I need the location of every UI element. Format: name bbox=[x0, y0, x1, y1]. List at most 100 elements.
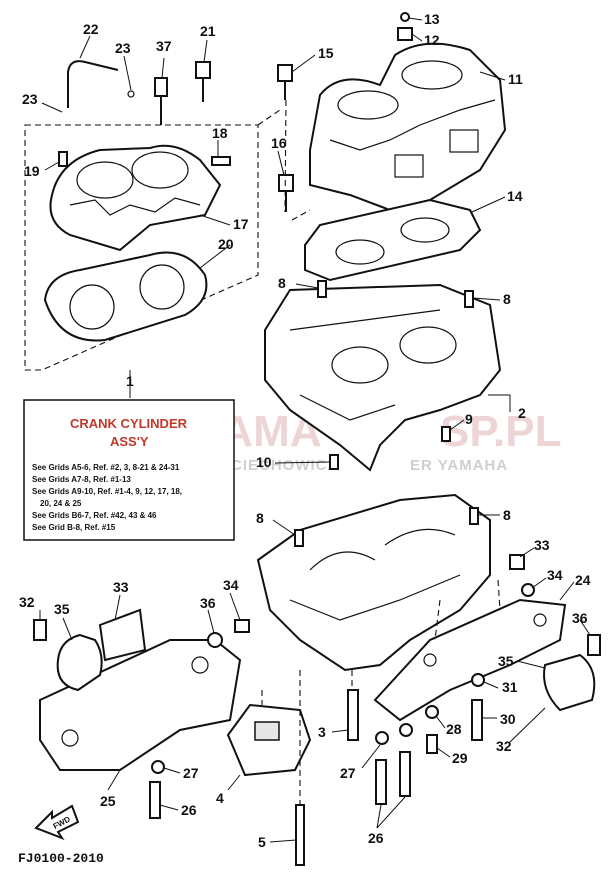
cylinder-bore-right bbox=[401, 60, 463, 90]
upper-crankcase-bore-left bbox=[331, 346, 389, 384]
rubber-mount-32-left bbox=[56, 633, 103, 692]
callout-11: 11 bbox=[508, 71, 523, 87]
leader-26-right bbox=[376, 796, 406, 829]
callout-8-b: 8 bbox=[503, 291, 511, 307]
leader-13 bbox=[408, 17, 423, 21]
callout-24: 24 bbox=[575, 572, 591, 588]
mount-bracket-hole-b bbox=[61, 729, 79, 747]
callout-13: 13 bbox=[424, 11, 440, 27]
leader-29 bbox=[436, 747, 451, 758]
callout-10: 10 bbox=[256, 454, 272, 470]
exhaust-port-right bbox=[449, 129, 479, 153]
cylinder-fins bbox=[329, 99, 496, 151]
mount-bracket-24-hole-a bbox=[423, 653, 437, 667]
mount-bracket-25 bbox=[39, 639, 242, 771]
callout-9: 9 bbox=[465, 411, 473, 427]
assembly-box-line-1: See Grids A5-6, Ref. #2, 3, 8-21 & 24-31 bbox=[32, 463, 180, 472]
leader-11 bbox=[479, 71, 506, 81]
bolt-16-head bbox=[278, 174, 294, 192]
bolt-3 bbox=[347, 689, 359, 741]
callout-23-left: 23 bbox=[22, 91, 38, 107]
upper-crankcase-bore-right bbox=[399, 326, 457, 364]
callout-32-right: 32 bbox=[496, 738, 512, 754]
dowel-19 bbox=[58, 151, 68, 167]
callout-27-left: 27 bbox=[183, 765, 199, 781]
leader-4 bbox=[227, 774, 241, 791]
callout-36-left: 32 bbox=[19, 594, 35, 610]
bolt-37-head bbox=[154, 77, 168, 97]
drawing-code: FJ0100-2010 bbox=[18, 851, 104, 866]
exhaust-port-left bbox=[394, 154, 424, 178]
bolt-26-a bbox=[375, 759, 387, 805]
base-gasket bbox=[304, 198, 482, 282]
lower-crankcase bbox=[256, 493, 491, 672]
leader-19 bbox=[44, 161, 60, 171]
washer-34-left bbox=[207, 632, 223, 648]
callout-5: 5 bbox=[258, 834, 266, 850]
leader-23-top bbox=[123, 55, 132, 91]
leader-32-right bbox=[509, 707, 546, 743]
leader-20 bbox=[199, 244, 231, 269]
callout-4: 4 bbox=[216, 790, 224, 806]
leader-27-right bbox=[361, 744, 381, 769]
leader-35-left bbox=[114, 594, 121, 621]
head-chamber-right bbox=[131, 151, 189, 189]
leader-34-right bbox=[531, 577, 547, 589]
bolt-15-head bbox=[277, 64, 293, 82]
leader-12 bbox=[411, 33, 423, 42]
head-gasket-bore-left bbox=[69, 284, 115, 330]
stud-bolt-5 bbox=[295, 804, 305, 866]
cylinder-head-cover bbox=[49, 144, 222, 252]
leader-33-right bbox=[519, 547, 535, 558]
assembly-box-frame bbox=[23, 399, 235, 541]
callout-17: 17 bbox=[233, 216, 249, 232]
callout-27-right: 27 bbox=[340, 765, 356, 781]
callout-33-left: 34 bbox=[223, 577, 239, 593]
callout-31: 31 bbox=[502, 679, 518, 695]
dowel-8-b bbox=[464, 290, 474, 308]
callout-8-d: 8 bbox=[503, 507, 511, 523]
callout-14: 14 bbox=[507, 188, 523, 204]
callout-2: 2 bbox=[518, 405, 526, 421]
upper-crankcase-ribs bbox=[289, 309, 441, 421]
base-gasket-bore-right bbox=[400, 217, 450, 243]
forward-direction-arrow: FWD bbox=[34, 804, 80, 841]
assembly-box-line-2: See Grids A7-8, Ref. #1-13 bbox=[32, 475, 131, 484]
leader-5 bbox=[269, 839, 297, 843]
leader-21 bbox=[203, 39, 208, 63]
lower-crankcase-ribs bbox=[289, 574, 461, 621]
dowel-8-c bbox=[294, 529, 304, 547]
fwd-arrow-icon bbox=[34, 804, 80, 841]
bracket-35-left bbox=[98, 608, 147, 662]
leader-17 bbox=[199, 214, 231, 226]
leader-15 bbox=[291, 54, 316, 73]
head-chamber-left bbox=[76, 161, 134, 199]
head-gasket bbox=[43, 251, 208, 342]
leader-25 bbox=[107, 769, 121, 791]
assembly-reference-box: 1 CRANK CYLINDER ASS'Y See Grids A5-6, R… bbox=[23, 370, 235, 541]
callout-26-left: 26 bbox=[181, 802, 197, 818]
bolt-30 bbox=[471, 699, 483, 741]
callout-12: 12 bbox=[424, 32, 440, 48]
lower-crankcase-journals bbox=[309, 528, 456, 571]
washer-27-b bbox=[399, 723, 413, 737]
assembly-box-line-6: See Grid B-8, Ref. #15 bbox=[32, 523, 116, 532]
cylinder-bore-left bbox=[337, 90, 399, 120]
leader-35-right bbox=[516, 660, 546, 669]
screw-13 bbox=[400, 12, 410, 22]
callout-33-right: 33 bbox=[534, 537, 550, 553]
washer-31 bbox=[471, 673, 485, 687]
callout-23-top: 23 bbox=[115, 40, 131, 56]
nut-29 bbox=[426, 734, 438, 754]
callout-34-right: 34 bbox=[547, 567, 563, 583]
callout-32-left: 35 bbox=[54, 601, 70, 617]
leader-33-left bbox=[229, 592, 241, 621]
plug-12 bbox=[397, 27, 413, 41]
assembly-ref-number: 1 bbox=[126, 373, 134, 389]
callout-numbers: 22 23 37 21 13 12 11 15 23 19 18 17 16 2… bbox=[19, 11, 591, 850]
cylinder-dashed-guides bbox=[257, 99, 311, 221]
callout-16: 16 bbox=[271, 135, 287, 151]
callout-36-right: 36 bbox=[572, 610, 588, 626]
